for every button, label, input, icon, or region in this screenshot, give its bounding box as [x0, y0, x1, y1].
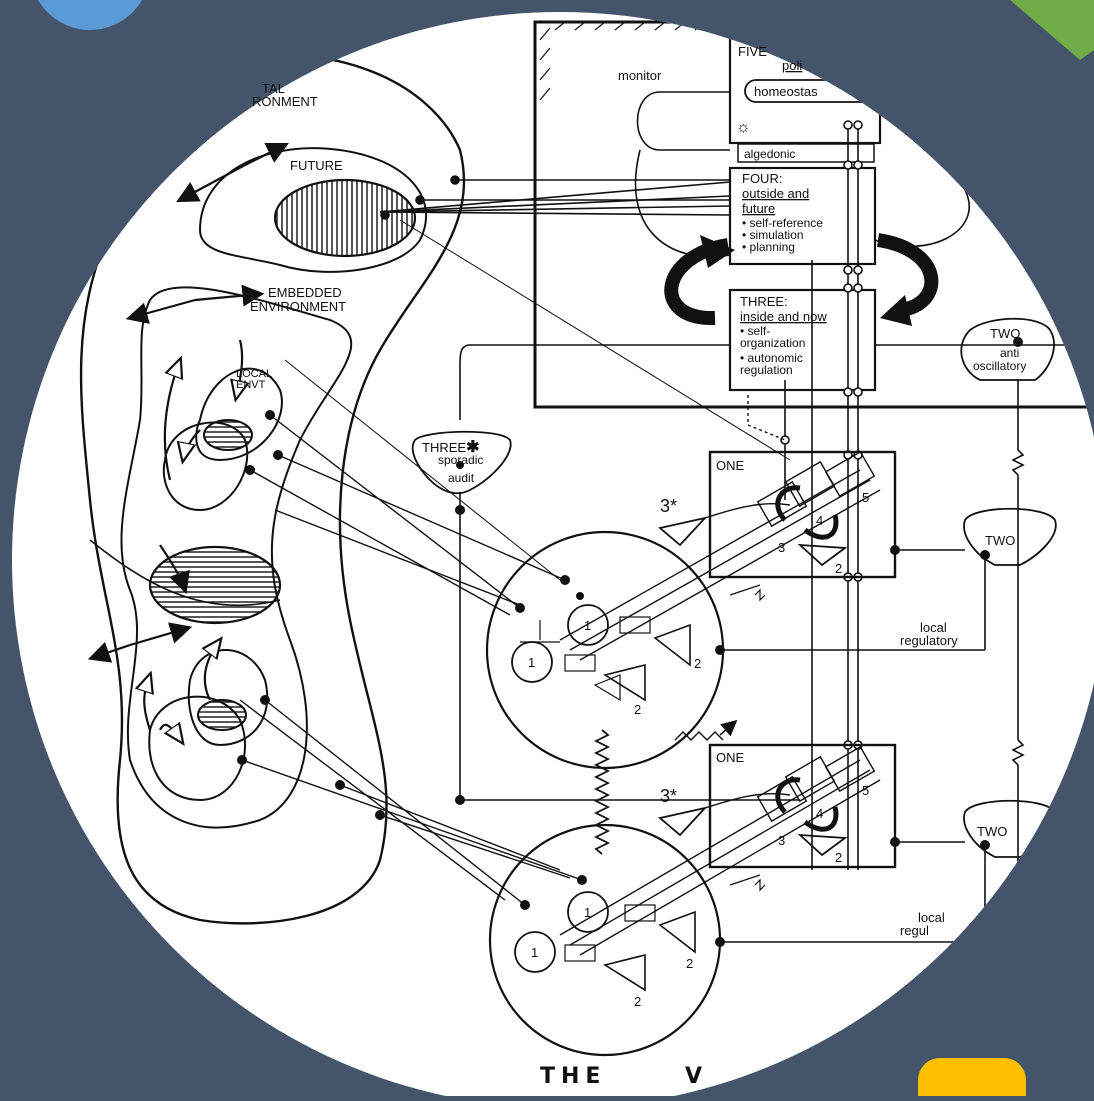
operation-upper-num-5: 5 — [862, 490, 869, 505]
caption-word-1: THE — [540, 1064, 606, 1089]
three-star-audit-shape — [411, 430, 512, 495]
local-hatched-ellipse-lower — [197, 699, 247, 731]
three-star-title: THREE✱ — [422, 439, 479, 456]
lightbulb-icon: ☼ — [736, 119, 751, 136]
algedonic-box — [737, 143, 875, 163]
homeostat-label: homeostas — [754, 84, 818, 99]
system-four-box — [728, 166, 877, 266]
system-four-line2: future — [742, 201, 775, 216]
operation-lower-two-label: TWO — [977, 824, 1007, 839]
operation-upper-tri-2b: 2 — [694, 656, 701, 671]
operation-upper-one-box — [708, 450, 897, 579]
system-three-title: THREE: — [740, 294, 788, 309]
operation-upper-local-1: local — [920, 620, 947, 635]
monitor-loop — [636, 91, 730, 151]
operation-zigzag-link — [593, 729, 611, 855]
environment-arrows — [87, 143, 289, 742]
future-to-four-links — [379, 175, 791, 461]
operation-lower-num-4: 4 — [816, 806, 823, 821]
two-anti-oscillatory-shape — [960, 317, 1055, 381]
two-anti-line1: anti — [1000, 346, 1019, 360]
embedded-environment-label-1: EMBEDDED — [268, 285, 342, 300]
operation-lower-num-2: 2 — [835, 850, 842, 865]
system-three-bullet-1b: organization — [740, 336, 805, 350]
monitor-label: monitor — [618, 68, 662, 83]
total-environment-label-2: RONMENT — [252, 94, 318, 109]
system-four-title: FOUR: — [742, 171, 782, 186]
three-star-line1: sporadic — [438, 453, 483, 467]
system-five-policy: poli — [782, 58, 802, 73]
operation-upper-num-3: 3 — [778, 540, 785, 555]
system-three-subtitle: inside and now — [740, 309, 827, 324]
operation-lower-tri-2a: 2 — [634, 994, 641, 1009]
operation-lower-circle-1a: 1 — [531, 945, 538, 960]
operation-lower-one-title: ONE — [716, 750, 745, 765]
operation-upper-three-star-triangle — [658, 516, 708, 547]
operation-upper-circle-1b: 1 — [584, 618, 591, 633]
embedded-hatched-ellipse — [148, 545, 282, 625]
system-four-bullet-1: • self-reference — [742, 216, 823, 230]
operation-upper — [245, 410, 1057, 770]
three-four-curved-arrow-right — [876, 233, 939, 317]
operation-upper-num-2: 2 — [835, 561, 842, 576]
operation-lower-three-star-triangle — [658, 806, 708, 837]
algedonic-label: algedonic — [744, 147, 795, 161]
labels: TAL RONMENT FUTURE EMBEDDED ENVIRONMENT … — [236, 44, 1026, 1089]
operation-lower-circle-1b: 1 — [584, 905, 591, 920]
future-label: FUTURE — [290, 158, 343, 173]
operation-lower-local-2: regul — [900, 923, 929, 938]
operation-upper-two-label: TWO — [985, 533, 1015, 548]
system-four-bullet-3: • planning — [742, 240, 795, 254]
local-environment-label-2: ENVT — [236, 379, 266, 391]
system-three-bullet-2b: regulation — [740, 363, 793, 377]
blue-accent-shape — [38, 0, 142, 30]
system-three-bullet-1: • self- — [740, 324, 770, 338]
operation-lower-three-star: 3* — [660, 786, 677, 806]
green-accent-shape — [1010, 0, 1094, 60]
operation-lower-local-1: local — [918, 910, 945, 925]
operation-lower-num-5: 5 — [862, 783, 869, 798]
operation-upper-three-star: 3* — [660, 496, 677, 516]
diagram-paper-circle — [12, 12, 1094, 1101]
operation-upper-two-shape — [963, 507, 1057, 566]
system-four-line1: outside and — [742, 186, 809, 201]
operation-lower-num-3: 3 — [778, 833, 785, 848]
embedded-environment-label-2: ENVIRONMENT — [250, 299, 346, 314]
total-environment-label-1: TAL — [262, 81, 285, 96]
operation-upper-one-title: ONE — [716, 458, 745, 473]
local-hatched-ellipse-upper — [203, 419, 253, 451]
system-four-bullet-2: • simulation — [742, 228, 804, 242]
system-three-bullet-2: • autonomic — [740, 351, 803, 365]
operation-lower-tri-2b: 2 — [686, 956, 693, 971]
future-hatched-ellipse — [273, 178, 417, 258]
operation-upper-local-2: regulatory — [900, 633, 958, 648]
two-anti-line2: oscillatory — [973, 359, 1026, 373]
operation-upper-num-4: 4 — [816, 513, 823, 528]
system-five-title: FIVE — [738, 44, 767, 59]
operation-lower — [237, 695, 1057, 1057]
system-three-box — [728, 288, 877, 392]
caption-word-2: V — [685, 1064, 708, 1089]
two-anti-title: TWO — [990, 326, 1020, 341]
operation-upper-circle-1a: 1 — [528, 655, 535, 670]
yellow-accent-shape — [918, 1058, 1026, 1101]
three-star-line2: audit — [448, 471, 475, 485]
operation-upper-tri-2a: 2 — [634, 702, 641, 717]
local-environment-label-1: LOCAL — [236, 368, 272, 380]
